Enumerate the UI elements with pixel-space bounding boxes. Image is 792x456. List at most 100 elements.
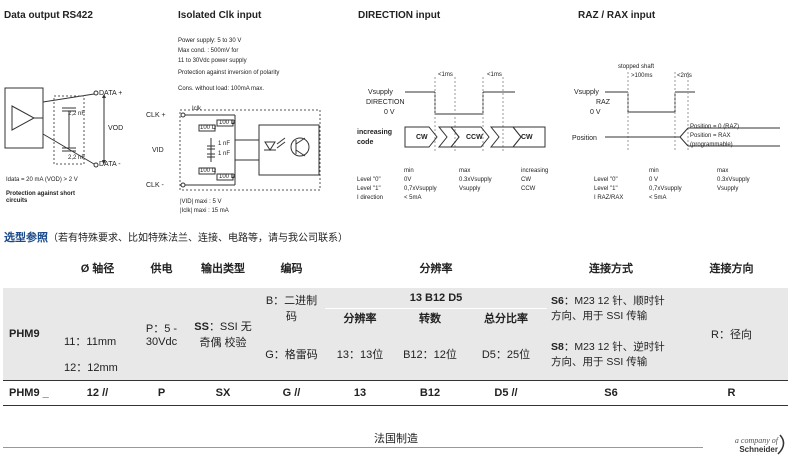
raz-level1: Level "1" — [594, 186, 618, 192]
idata-label: Idata = 20 mA (VOD) > 2 V — [6, 177, 78, 183]
dir-zero-label: 0 V — [384, 109, 395, 116]
raz-timing — [605, 72, 780, 152]
order-shaft: 12 // — [60, 379, 135, 406]
clk-spec-1: Power supply: 5 to 30 V — [178, 38, 242, 44]
dir-direction-label: DIRECTION — [366, 99, 405, 106]
dir-ccw-label: CCW — [466, 134, 483, 141]
header-direction: 连接方向 — [709, 263, 754, 275]
clk-spec-5: Cons. without load: 100mA max. — [178, 86, 265, 92]
vid-max-label: |VID| maxi : 5 V — [180, 199, 222, 205]
output-code: SS — [194, 320, 209, 333]
order-output: SX — [188, 379, 258, 406]
raz-vsupply-label: Vsupply — [574, 89, 599, 96]
raz-zero-label: 0 V — [590, 109, 601, 116]
made-in-france: 法国制造 — [374, 433, 418, 445]
dir-level1: Level "1" — [357, 186, 381, 192]
logo-schneider-text: Schneider — [739, 445, 778, 454]
order-model: PHM9 _ — [3, 379, 60, 406]
clk-spec-4: Protection against inversion of polarity — [178, 70, 280, 76]
raz-col-min: min — [649, 168, 659, 174]
coding-g: G：格雷码 — [258, 328, 325, 380]
c2-label: 1 nF — [218, 151, 231, 157]
rs422-title: Data output RS422 — [4, 10, 93, 21]
clk-spec-3: 11 to 30Vdc power supply — [178, 58, 247, 64]
dir-idir: I direction — [357, 195, 384, 201]
resolution-code: 13 B12 D5 — [325, 288, 547, 309]
dir-t2-label: <1ms — [487, 72, 502, 78]
dir-l0-inc: CW — [521, 177, 531, 183]
header-output: 输出类型 — [201, 263, 245, 275]
conn-s6-desc: ：M23 12 针、顺时针方向、用于 SSI 传输 — [551, 295, 665, 322]
dir-col-max: max — [459, 168, 471, 174]
model-cell: PHM9 — [3, 288, 60, 380]
raz-title: RAZ / RAX input — [578, 10, 656, 21]
order-supply: P — [135, 379, 188, 406]
raz-level0: Level "0" — [594, 177, 618, 183]
r2-label: 100 Ω — [219, 120, 236, 126]
r3-label: 100 Ω — [200, 168, 217, 174]
vid-label: VID — [152, 147, 164, 154]
direction-title: DIRECTION input — [358, 10, 441, 21]
res-val-d5: D5：25位 — [465, 328, 547, 380]
raz-i-min: < 5mA — [649, 195, 667, 201]
direction-cell: R：径向 — [675, 288, 788, 380]
cap2-label: 2,2 nF — [68, 155, 86, 161]
dir-l0-max: 0.3xVsupply — [459, 177, 492, 183]
cap1-label: 2,2 nF — [68, 111, 86, 117]
raz-stopped-label: stopped shaft — [618, 64, 655, 70]
clk-spec-2: Max cond. : 500mV for — [178, 48, 239, 54]
order-connection: S6 — [547, 379, 675, 406]
order-ratio: D5 // — [465, 379, 547, 406]
dir-increasing-label: increasing — [357, 129, 393, 136]
schneider-logo: a company of Schneider — [712, 434, 788, 456]
res-sub-ratio: 总分比率 — [465, 308, 547, 328]
clk-minus-label: CLK - — [146, 182, 164, 189]
clk-plus-label: CLK + — [146, 112, 166, 119]
order-turns: B12 — [395, 379, 465, 406]
conn-s6: S6：M23 12 针、顺时针方向、用于 SSI 传输 — [547, 288, 675, 328]
iclk-label: Iclk — [192, 106, 201, 112]
raz-position-label: Position — [572, 135, 597, 142]
raz-raz-label: RAZ — [596, 99, 610, 106]
conn-s8: S8：M23 12 针、逆时针方向、用于 SSI 传输 — [547, 328, 675, 380]
dir-col-min: min — [404, 168, 414, 174]
dir-l1-min: 0,7xVsupply — [404, 186, 437, 192]
rs422-circuit — [4, 87, 106, 168]
shaft-12: 12：12mm — [60, 354, 135, 380]
res-sub-turns: 转数 — [395, 308, 465, 328]
dir-t1-label: <1ms — [438, 72, 453, 78]
coding-b: B：二进制码 — [258, 288, 325, 328]
header-coding: 编码 — [280, 263, 303, 275]
raz-pos3-label: (programmable) — [690, 142, 733, 148]
res-val-13: 13：13位 — [325, 328, 395, 380]
dir-l1-inc: CCW — [521, 186, 536, 192]
vod-label: VOD — [108, 125, 124, 132]
raz-iraz: I RAZ/RAX — [594, 195, 624, 201]
selection-heading: 选型参照（若有特殊要求、比如特殊法兰、连接、电路等，请与我公司联系） — [4, 229, 348, 245]
conn-s8-code: S8 — [551, 340, 564, 353]
order-resolution: 13 — [325, 379, 395, 406]
logo-swoosh-icon — [777, 434, 785, 455]
c1-label: 1 nF — [218, 141, 231, 147]
output-cell: SS：SSI 无奇偶 校验 — [188, 288, 258, 380]
dir-code-label: code — [357, 139, 374, 146]
conn-s6-code: S6 — [551, 295, 564, 307]
raz-l1-max: Vsupply — [717, 186, 739, 192]
dir-col-inc: increasing — [521, 168, 549, 174]
raz-l1-min: 0,7xVsupply — [649, 186, 682, 192]
selection-table: Ø 轴径 供电 输出类型 编码 分辨率 连接方式 连接方向 PHM9 P：5 -… — [3, 248, 788, 406]
shaft-11: 11：11mm — [60, 328, 135, 354]
header-connection: 连接方式 — [589, 263, 633, 275]
clk-title: Isolated Clk input — [178, 10, 262, 21]
data-plus-label: DATA + — [99, 90, 123, 97]
res-val-b12: B12：12位 — [395, 328, 465, 380]
footer-divider — [3, 447, 703, 448]
clk-circuit — [179, 109, 321, 191]
raz-col-max: max — [717, 168, 729, 174]
header-supply: 供电 — [150, 263, 173, 275]
raz-pos2-label: Position = RAX — [690, 133, 731, 139]
selection-note: （若有特殊要求、比如特殊法兰、连接、电路等，请与我公司联系） — [48, 233, 348, 244]
raz-t2-label: <2ms — [677, 73, 692, 79]
iclk-max-label: |Iclk| maxi : 15 mA — [180, 208, 229, 214]
r1-label: 100 Ω — [200, 125, 217, 131]
